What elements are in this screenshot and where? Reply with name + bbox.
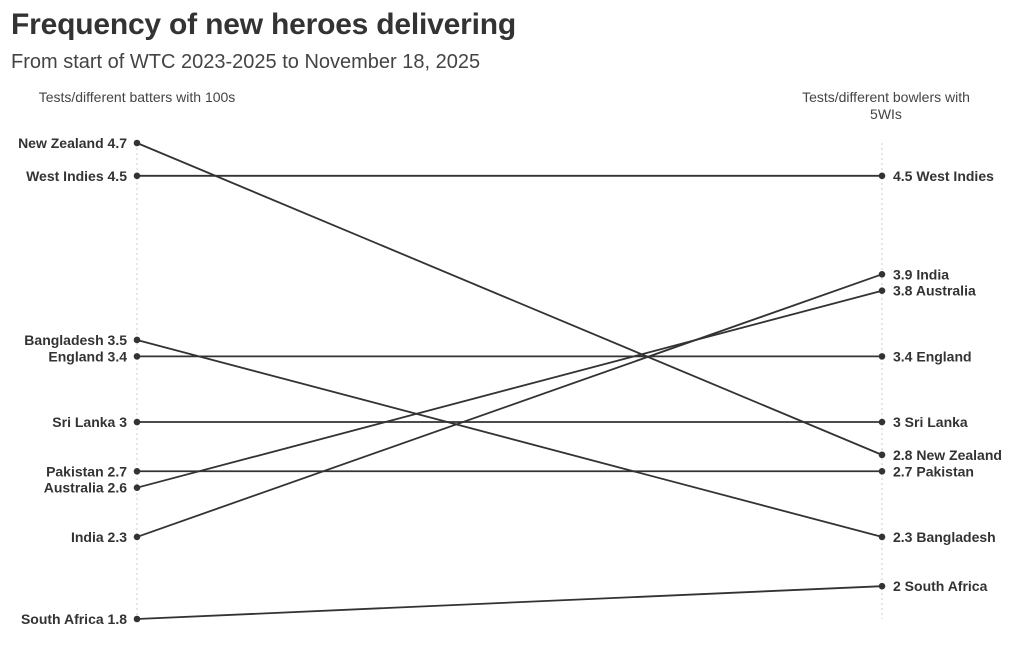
data-label-left-india: India 2.3 — [71, 529, 127, 545]
data-label-right-australia: 3.8 Australia — [893, 283, 976, 299]
point-right-new-zealand — [878, 451, 886, 459]
chart-subtitle: From start of WTC 2023-2025 to November … — [11, 51, 481, 73]
point-left-west-indies — [133, 172, 141, 180]
point-left-australia — [133, 484, 141, 491]
point-right-west-indies — [878, 172, 886, 180]
series-line-bangladesh — [136, 339, 883, 538]
point-left-south-africa — [133, 615, 141, 623]
point-right-pakistan — [878, 467, 886, 475]
data-label-left-sri-lanka: Sri Lanka 3 — [52, 414, 127, 430]
data-label-left-south-africa: South Africa 1.8 — [21, 611, 127, 627]
point-left-bangladesh — [133, 336, 141, 344]
data-label-right-pakistan: 2.7 Pakistan — [893, 463, 974, 479]
point-left-sri-lanka — [133, 418, 141, 426]
series-line-new-zealand — [136, 142, 883, 456]
point-right-india — [878, 271, 886, 278]
data-label-left-bangladesh: Bangladesh 3.5 — [24, 332, 127, 348]
data-label-left-west-indies: West Indies 4.5 — [26, 168, 127, 184]
data-label-left-new-zealand: New Zealand 4.7 — [18, 135, 127, 151]
point-right-england — [878, 353, 886, 360]
chart-title: Frequency of new heroes delivering — [11, 8, 517, 41]
point-right-australia — [878, 287, 886, 295]
data-label-right-new-zealand: 2.8 New Zealand — [893, 447, 1002, 463]
right-axis-label: Tests/different bowlers with 5WIs — [802, 89, 970, 122]
point-left-new-zealand — [133, 139, 141, 147]
data-label-right-bangladesh: 2.3 Bangladesh — [893, 529, 996, 545]
series-line-south-africa — [136, 585, 883, 620]
data-label-right-india: 3.9 India — [893, 266, 949, 282]
data-label-right-south-africa: 2 South Africa — [893, 578, 988, 594]
point-right-south-africa — [878, 582, 886, 590]
data-label-right-west-indies: 4.5 West Indies — [893, 168, 994, 184]
data-label-right-england: 3.4 England — [893, 348, 972, 364]
point-right-bangladesh — [878, 533, 886, 541]
point-left-england — [133, 353, 141, 360]
point-right-sri-lanka — [878, 418, 886, 426]
data-label-right-sri-lanka: 3 Sri Lanka — [893, 414, 968, 430]
series-line-australia — [136, 289, 883, 489]
data-label-left-pakistan: Pakistan 2.7 — [46, 463, 127, 479]
data-label-left-england: England 3.4 — [48, 348, 127, 364]
left-axis-label: Tests/different batters with 100s — [38, 89, 236, 105]
series-line-india — [136, 273, 883, 538]
data-label-left-australia: Australia 2.6 — [44, 480, 127, 496]
point-left-pakistan — [133, 467, 141, 475]
point-left-india — [133, 533, 141, 541]
